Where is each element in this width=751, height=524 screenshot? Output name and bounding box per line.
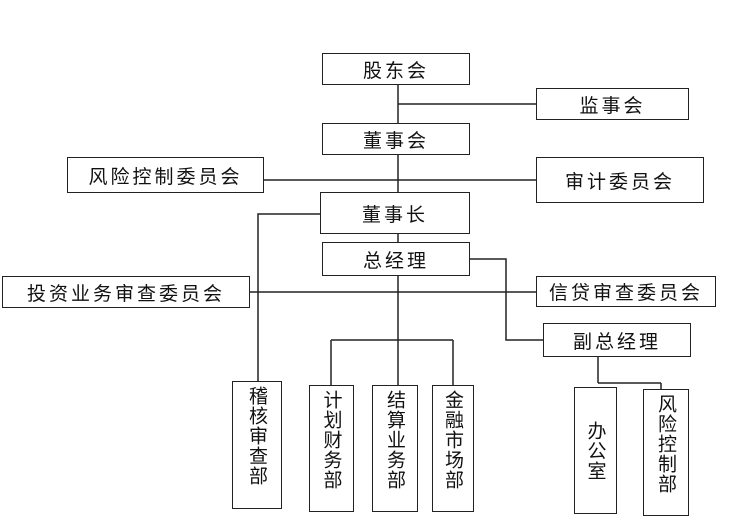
chairman-label: 董事长 — [361, 203, 428, 226]
line-chairman-audit — [257, 213, 320, 381]
office-label: 办公室 — [584, 420, 607, 481]
line-gm-deputy — [470, 258, 543, 341]
credit-committee-box: 信贷审查委员会 — [536, 276, 716, 307]
investment-committee-label: 投资业务审查委员会 — [26, 282, 225, 305]
shareholders-box: 股东会 — [322, 53, 470, 85]
risk-dept-box: 风险控制部 — [643, 389, 689, 516]
risk-dept-label: 风险控制部 — [655, 394, 677, 494]
board-box: 董事会 — [322, 123, 470, 155]
audit-committee-label: 审计委员会 — [564, 170, 675, 193]
general-manager-box: 总经理 — [322, 242, 470, 276]
audit-dept-label: 稽核审查部 — [246, 386, 268, 486]
finance-dept-box: 计划财务部 — [309, 385, 354, 512]
deputy-manager-label: 副总经理 — [572, 330, 661, 353]
general-manager-label: 总经理 — [362, 249, 429, 272]
shareholders-label: 股东会 — [362, 59, 429, 82]
market-dept-label: 金融市场部 — [442, 390, 464, 490]
supervisors-label: 监事会 — [579, 94, 646, 117]
risk-committee-label: 风险控制委员会 — [88, 165, 243, 188]
chairman-box: 董事长 — [320, 192, 470, 234]
investment-committee-box: 投资业务审查委员会 — [2, 276, 250, 308]
supervisors-box: 监事会 — [536, 88, 689, 120]
office-box: 办公室 — [574, 387, 617, 514]
finance-dept-label: 计划财务部 — [320, 390, 343, 490]
audit-dept-box: 稽核审查部 — [232, 381, 282, 509]
audit-committee-box: 审计委员会 — [536, 157, 704, 203]
settlement-dept-label: 结算业务部 — [384, 390, 406, 490]
market-dept-box: 金融市场部 — [432, 385, 474, 512]
credit-committee-label: 信贷审查委员会 — [548, 282, 703, 304]
risk-committee-box: 风险控制委员会 — [67, 157, 264, 193]
deputy-manager-box: 副总经理 — [543, 323, 691, 357]
settlement-dept-box: 结算业务部 — [372, 385, 418, 512]
board-label: 董事会 — [362, 129, 429, 152]
